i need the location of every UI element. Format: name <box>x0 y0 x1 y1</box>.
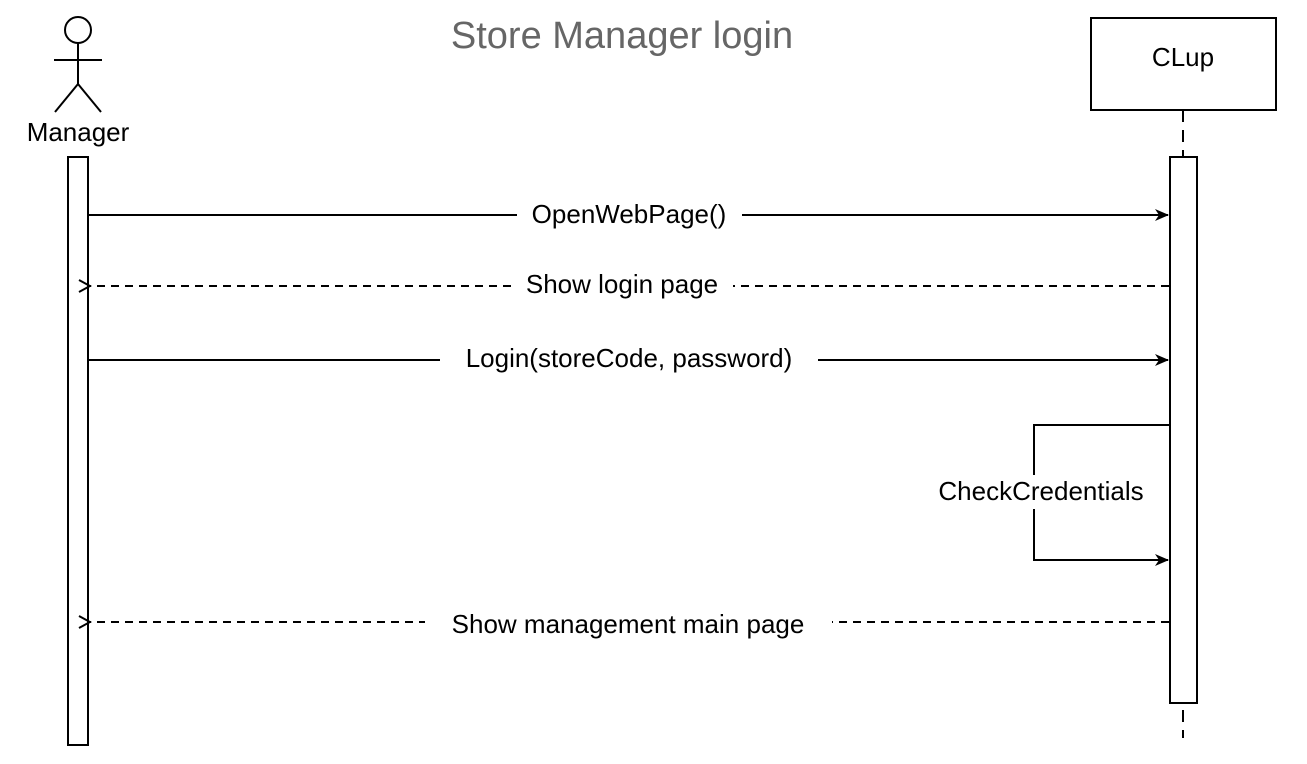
message-label: CheckCredentials <box>938 476 1143 506</box>
actor-manager: Manager <box>27 16 130 147</box>
actor-label: Manager <box>27 117 130 147</box>
stick-figure-icon <box>54 16 102 113</box>
message-open-web-page: OpenWebPage() <box>89 199 1169 231</box>
participant-box <box>1090 17 1277 111</box>
diagram-title: Store Manager login <box>451 15 793 57</box>
clup-activation-bar <box>1169 156 1198 704</box>
manager-activation-bar <box>67 156 89 746</box>
message-show-management-main-page: Show management main page <box>90 605 1169 639</box>
message-label: Show management main page <box>452 609 805 639</box>
message-login: Login(storeCode, password) <box>89 342 1169 376</box>
message-label: Login(storeCode, password) <box>466 343 793 373</box>
participant-label: CLup <box>1152 42 1214 72</box>
message-show-login-page: Show login page <box>90 269 1169 301</box>
participant-clup: CLup <box>1090 17 1277 111</box>
message-check-credentials: CheckCredentials <box>923 424 1170 566</box>
message-label: Show login page <box>526 269 718 299</box>
message-label: OpenWebPage() <box>532 199 727 229</box>
